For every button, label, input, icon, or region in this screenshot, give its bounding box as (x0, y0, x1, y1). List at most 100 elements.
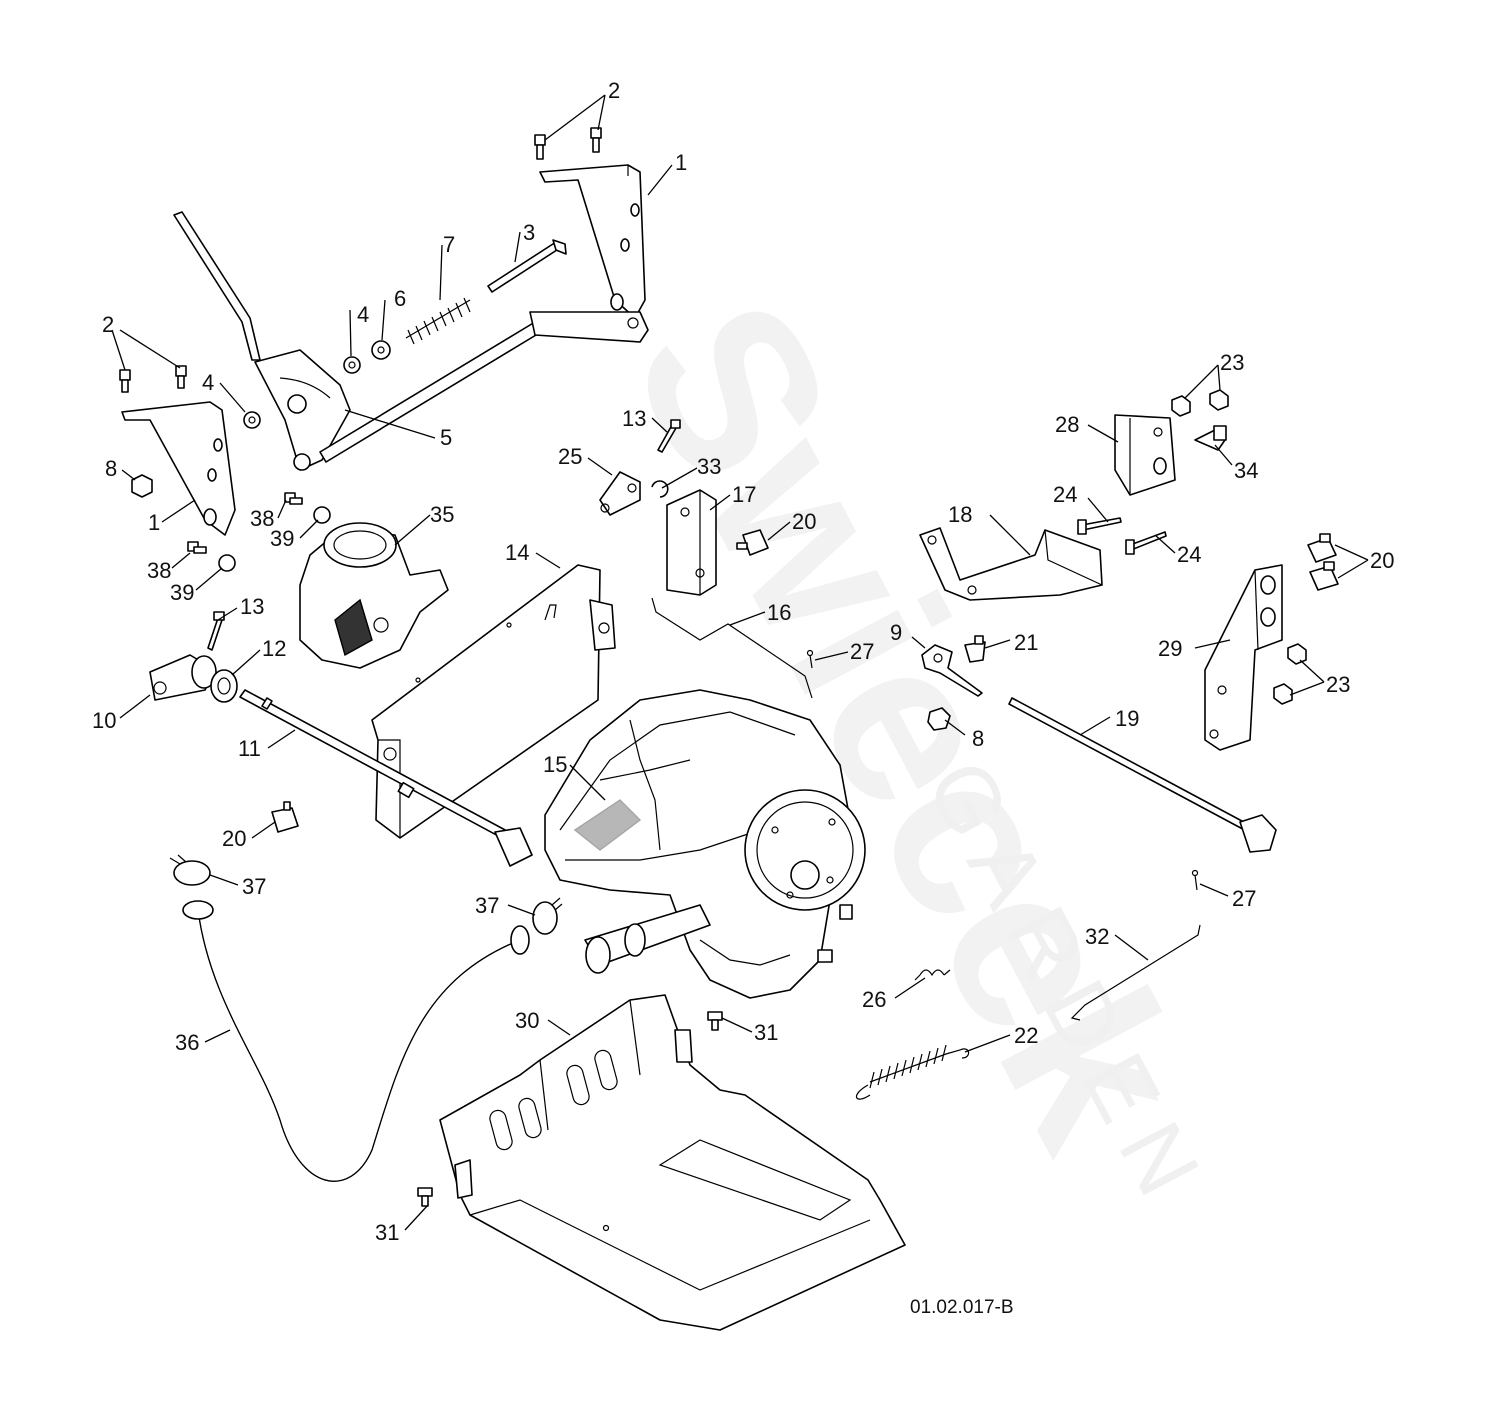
callout-20a: 20 (792, 509, 816, 534)
bracket-17 (666, 489, 717, 596)
callout-8a: 8 (105, 456, 117, 481)
callout-28: 28 (1055, 412, 1079, 437)
rod-19 (1008, 697, 1277, 853)
callout-32: 32 (1085, 924, 1109, 949)
callout-3: 3 (523, 220, 535, 245)
hose-36 (182, 900, 530, 1182)
callout-31a: 31 (754, 1020, 778, 1045)
washer-39-a (313, 506, 331, 524)
callout-6: 6 (394, 286, 406, 311)
clamp-37-center (532, 897, 563, 935)
bolt-20-right-a (1307, 533, 1337, 563)
nut-8-right (927, 707, 951, 731)
callout-25: 25 (558, 444, 582, 469)
callout-20b: 20 (222, 826, 246, 851)
callout-1a: 1 (675, 150, 687, 175)
callout-38b: 38 (147, 558, 171, 583)
pin-13-left (207, 611, 225, 651)
screw-31-right (707, 1011, 723, 1031)
callout-18: 18 (948, 502, 972, 527)
screw-20-center (736, 529, 769, 556)
screw-2-left-a (119, 369, 131, 393)
screw-2-upper-a (534, 134, 546, 160)
washer-4-upper (343, 356, 361, 374)
callout-labels: 2 1 3 7 6 4 2 4 5 8 1 38 39 35 38 39 13 … (92, 78, 1394, 1245)
washer-6 (371, 340, 391, 360)
leader-lines (111, 94, 1369, 1231)
bushing-25 (599, 471, 641, 516)
callout-35: 35 (430, 502, 454, 527)
rivet-24-b (1125, 531, 1167, 555)
callout-12: 12 (262, 636, 286, 661)
callout-36: 36 (175, 1030, 199, 1055)
callout-37a: 37 (242, 874, 266, 899)
nut-8-left (131, 474, 153, 498)
callout-39b: 39 (170, 580, 194, 605)
cotter-pin-27-a (806, 649, 814, 669)
callout-24b: 24 (1177, 542, 1201, 567)
callout-27a: 27 (850, 639, 874, 664)
transaxle-15 (544, 689, 866, 999)
nut-23-a (1171, 395, 1191, 417)
skid-plate-30 (439, 994, 906, 1331)
spring-26 (914, 969, 951, 981)
spring-7 (405, 297, 471, 345)
callout-21: 21 (1014, 630, 1038, 655)
callout-37b: 37 (475, 893, 499, 918)
nut-23-b (1209, 389, 1229, 411)
rod-32 (1070, 924, 1201, 1021)
plate-14 (371, 564, 616, 839)
callout-24a: 24 (1053, 482, 1077, 507)
callout-33: 33 (697, 454, 721, 479)
bolt-20-right-b (1309, 561, 1339, 591)
callout-8b: 8 (972, 726, 984, 751)
screw-38-b (187, 541, 207, 554)
callout-1b: 1 (148, 510, 160, 535)
shaft-11 (239, 689, 533, 867)
drawing-code: 01.02.017-B (910, 1297, 1014, 1318)
callout-10: 10 (92, 708, 116, 733)
bracket-28 (1114, 414, 1176, 496)
rivet-24-a (1077, 517, 1122, 535)
callout-4a: 4 (357, 302, 369, 327)
callout-20c: 20 (1370, 548, 1394, 573)
callout-9: 9 (890, 620, 902, 645)
callout-19: 19 (1115, 706, 1139, 731)
callout-23a: 23 (1220, 350, 1244, 375)
screw-20-left (271, 801, 299, 833)
callout-4b: 4 (202, 370, 214, 395)
bracket-upper-left (121, 401, 236, 536)
screw-31-left (417, 1187, 433, 1207)
callout-2b: 2 (102, 312, 114, 337)
nut-23-c (1287, 643, 1307, 665)
callout-26: 26 (862, 987, 886, 1012)
nut-23-d (1273, 683, 1293, 705)
callout-16: 16 (767, 600, 791, 625)
washer-39-b (218, 554, 236, 572)
callout-15: 15 (543, 752, 567, 777)
clamp-37-left (169, 854, 211, 886)
callout-29: 29 (1158, 636, 1182, 661)
callout-30: 30 (515, 1008, 539, 1033)
callout-22: 22 (1014, 1023, 1038, 1048)
arm-10 (149, 654, 217, 701)
screw-2-left-b (175, 365, 187, 389)
washer-4-left (243, 411, 261, 429)
cotter-pin-27-b (1191, 869, 1199, 891)
rod-16 (651, 597, 813, 699)
callout-23b: 23 (1326, 672, 1350, 697)
reservoir-35 (299, 522, 449, 669)
callout-2a: 2 (608, 78, 620, 103)
callout-11: 11 (238, 736, 261, 761)
link-9 (921, 644, 983, 697)
lever-5 (173, 211, 649, 471)
screw-2-upper-b (590, 127, 602, 153)
callout-31b: 31 (375, 1220, 399, 1245)
callout-7: 7 (443, 232, 455, 257)
bracket-18 (919, 527, 1103, 601)
callout-13a: 13 (240, 594, 264, 619)
pin-13-center (657, 419, 681, 453)
screw-21 (964, 635, 986, 663)
callout-39a: 39 (270, 526, 294, 551)
